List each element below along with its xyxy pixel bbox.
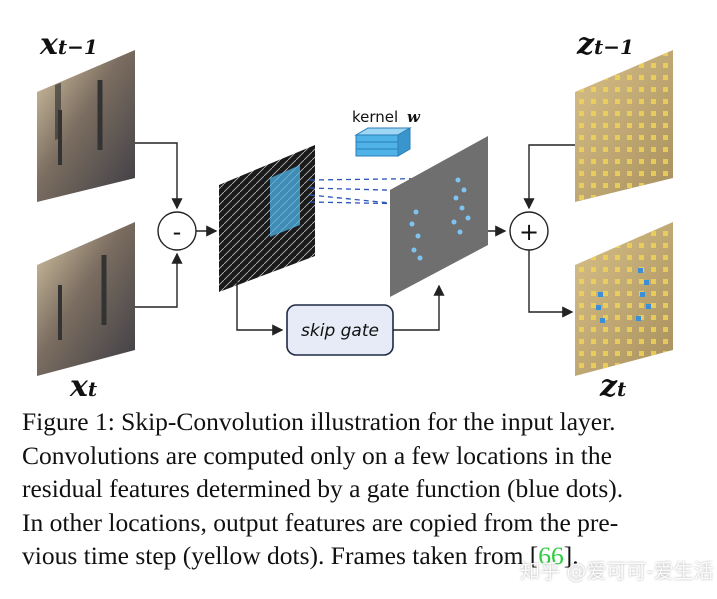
frame-z-t [575,222,673,376]
caption-line-2: Convolutions are computed only on a few … [22,440,612,470]
skip-gate-label: skip gate [301,321,379,341]
label-x-t: xt [70,369,98,404]
plus-symbol: + [519,218,539,246]
frame-x-t [37,222,135,376]
figure-diagram: - + skip gate kernel w xt−1 xt zt−1 zt [37,27,673,402]
frame-x-prev [37,50,135,202]
output-residual-map [390,136,488,297]
caption-line-3: residual features determined by a gate f… [22,474,624,503]
residual-feature-map [219,145,315,292]
figure-canvas: - + skip gate kernel w [37,50,673,376]
caption-line-5: vious time step (yellow dots). Frames ta… [22,541,579,570]
label-z-t-minus-1: zt−1 [577,27,634,62]
caption-line-4: In other locations, output features are … [22,507,619,537]
kernel-label: kernel w [352,108,421,126]
frame-z-prev [575,50,673,202]
minus-symbol: - [173,218,182,246]
label-z-t: zt [600,369,627,404]
watermark: 知乎 @爱可可-爱生活 [520,559,714,583]
figure-caption: Figure 1: Skip-Convolution illustration … [22,405,694,573]
label-x-t-minus-1: xt−1 [40,27,98,62]
kernel-icon [354,127,412,157]
caption-line-1: Figure 1: Skip-Convolution illustration … [22,407,616,436]
citation-link[interactable]: 66 [538,541,564,570]
